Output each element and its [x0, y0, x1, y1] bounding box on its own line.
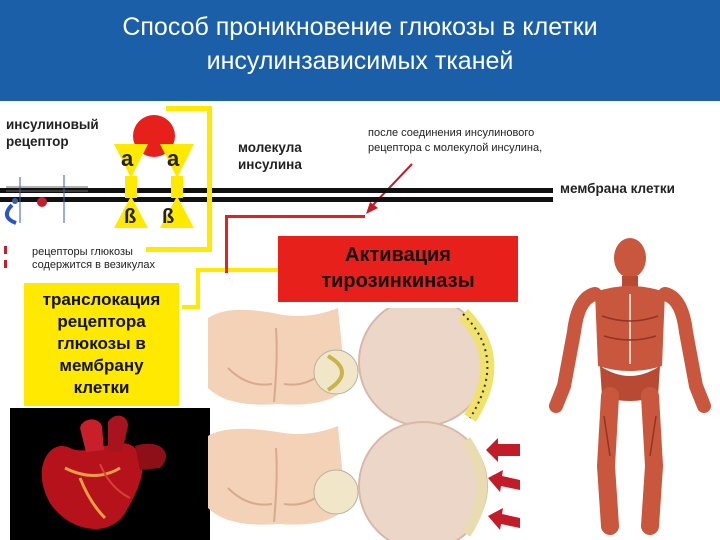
cell-membrane-label: мембрана клетки [560, 180, 675, 197]
title-line-1: Способ проникновение глюкозы в клетки [0, 10, 720, 44]
beta-label-left: ß [124, 206, 136, 229]
glucose-receptors-label: рецепторы глюкозы содержится в везикулах [32, 246, 155, 272]
alpha-label-right: a [167, 146, 179, 172]
after-binding-label: после соединения инсулинового рецептора … [368, 126, 542, 156]
translocation-text: транслокация рецептора глюкозы в мембран… [24, 289, 179, 399]
connector-to-translocation [182, 305, 200, 309]
page-title: Способ проникновение глюкозы в клетки ин… [0, 10, 720, 78]
activation-text: Активация тирозинкиназы [278, 242, 518, 294]
red-connector-top [225, 215, 365, 218]
muscle-figure-illustration [540, 236, 720, 540]
glucose-receptor-marks [4, 246, 10, 270]
connector-down [196, 268, 200, 308]
insulin-receptor-label: инсулиновый рецептор [6, 116, 99, 150]
insulin-molecule-label: молекула инсулина [238, 139, 302, 173]
heart-illustration [10, 408, 210, 540]
connector-to-activation [196, 268, 282, 272]
beta-label-right: ß [162, 206, 174, 229]
glucose-transporter-schematic [0, 165, 100, 245]
title-line-2: инсулинзависимых тканей [0, 44, 720, 78]
alpha-label-left: a [121, 146, 133, 172]
insulin-receptor-diagram [100, 110, 210, 250]
adipose-tissue-illustration [208, 308, 528, 540]
red-connector-left [225, 215, 228, 273]
